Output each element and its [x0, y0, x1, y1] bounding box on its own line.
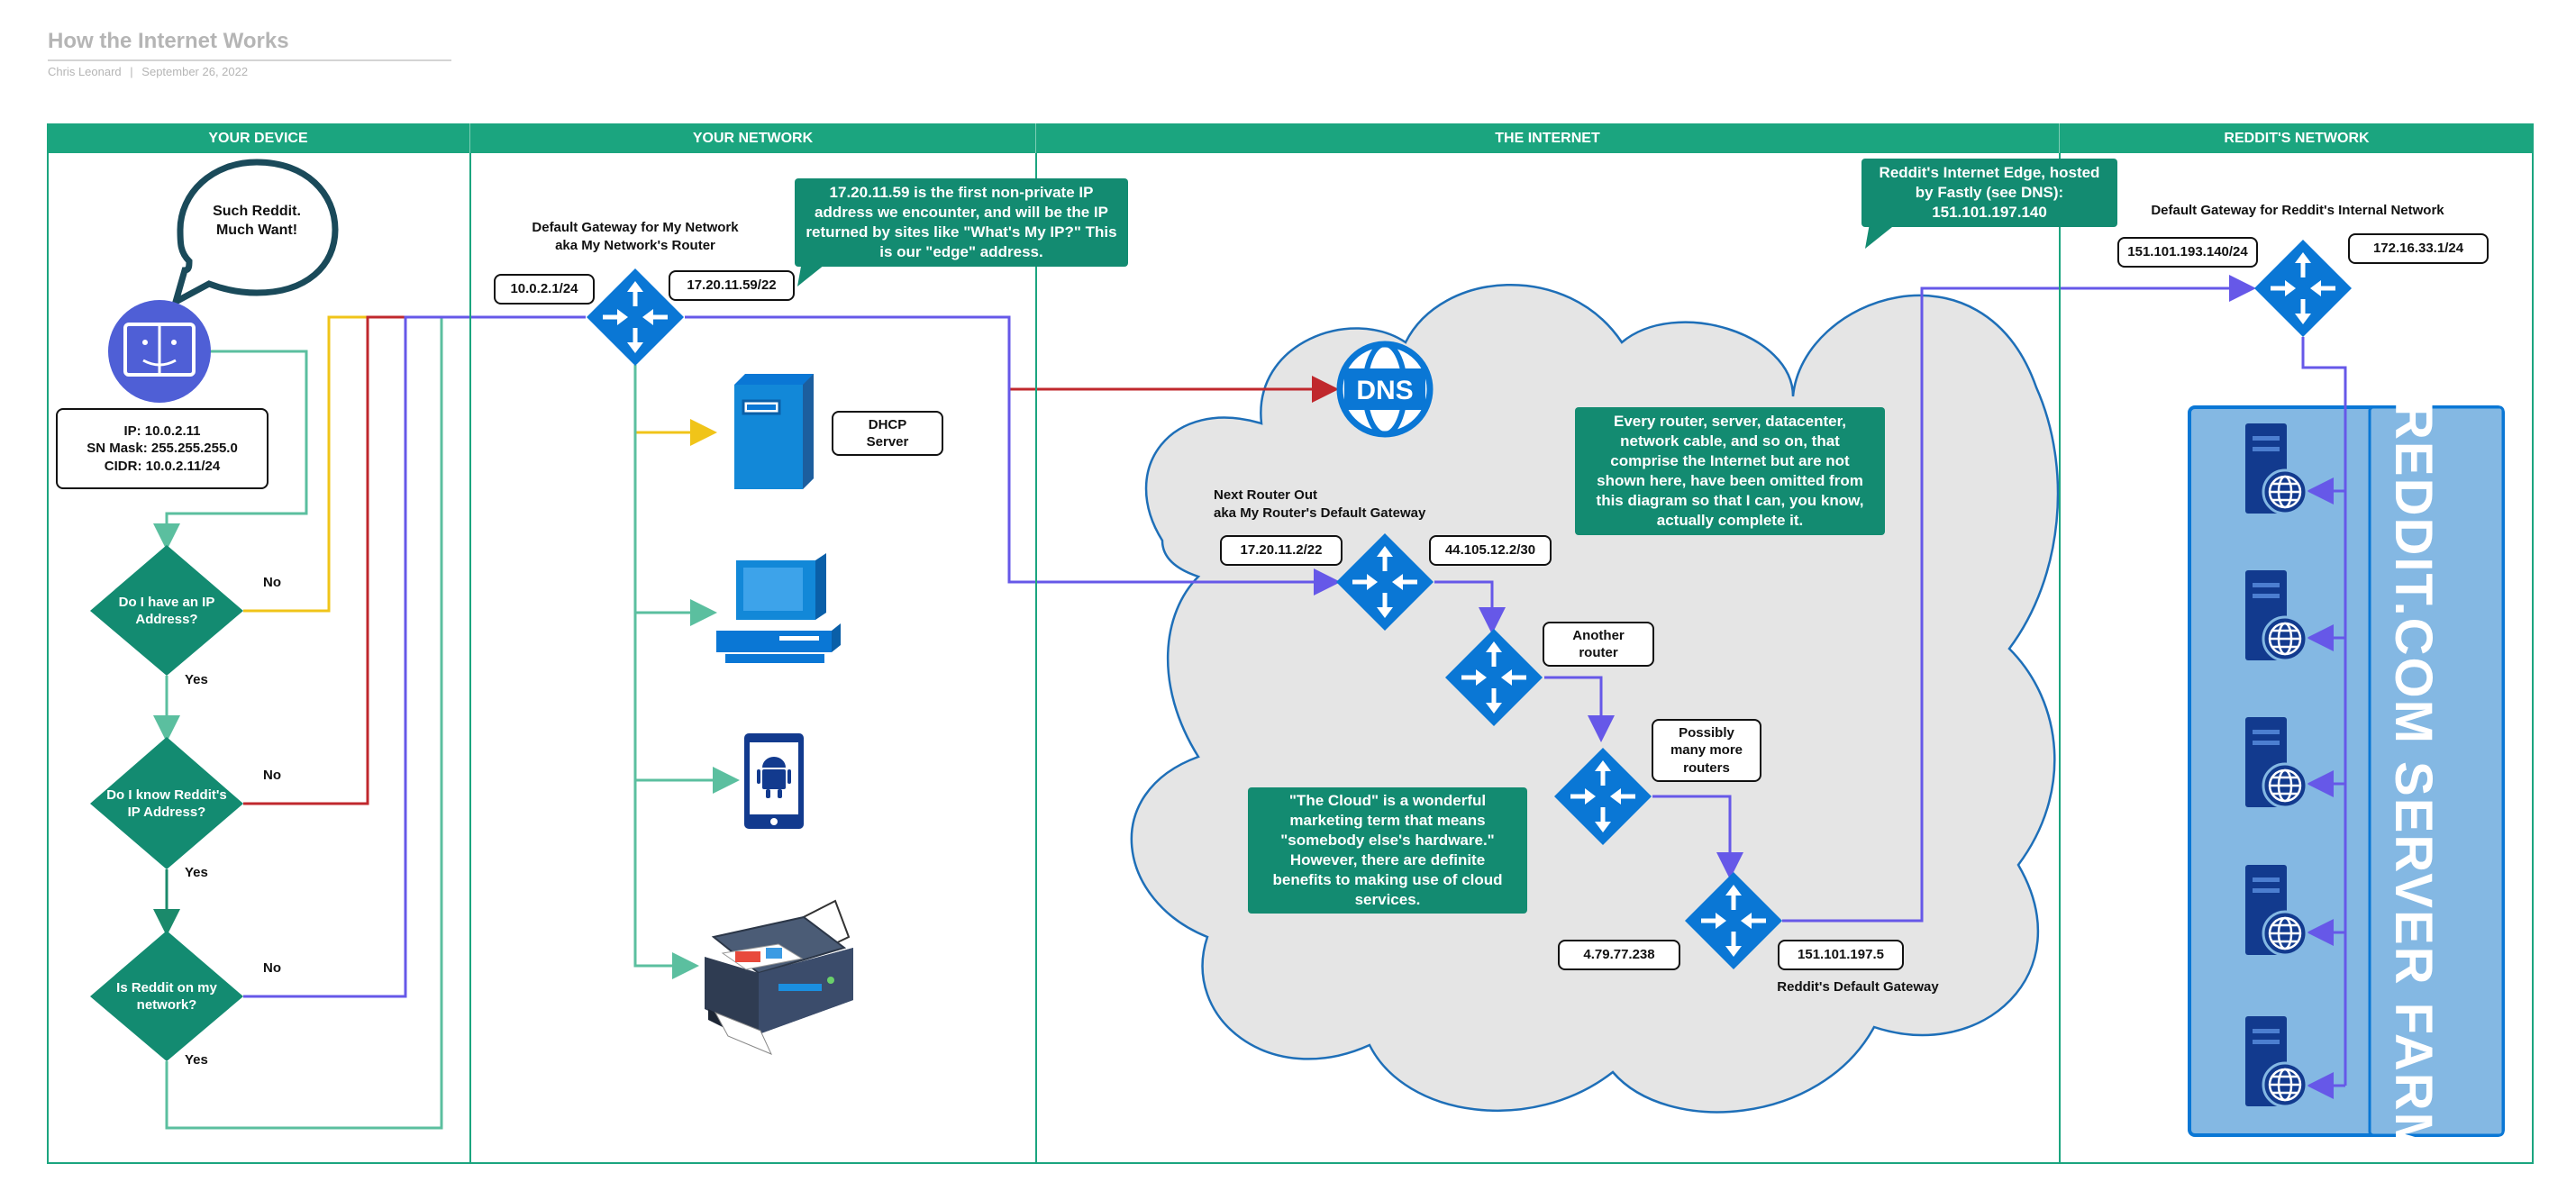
home-router-ip-left: 10.0.2.1/24 [494, 274, 595, 305]
speech-bubble-text: Such Reddit. Much Want! [213, 204, 301, 238]
android-phone-icon [744, 733, 804, 829]
device-ip-info: IP: 10.0.2.11 SN Mask: 255.255.255.0 CID… [56, 408, 269, 489]
lane-divider-3 [2059, 153, 2061, 1164]
reddit-gateway-ip-right: 151.101.197.5 [1778, 940, 1904, 970]
swimlane-frame [47, 123, 2534, 1164]
reddit-internal-gateway-label: Default Gateway for Reddit's Internal Ne… [2151, 203, 2444, 218]
lane-header-your-device: YOUR DEVICE [47, 123, 470, 153]
reddit-internal-ip-right: 172.16.33.1/24 [2348, 233, 2489, 264]
q1-yes-label: Yes [185, 672, 208, 687]
finder-icon [108, 300, 211, 403]
flow-line-hop-2 [1544, 676, 1615, 742]
edge-callout-pointer [797, 261, 829, 286]
decision-ip-address [90, 545, 243, 676]
title-divider [48, 59, 451, 61]
dns-icon: DNS [1336, 341, 1434, 438]
date: September 26, 2022 [141, 65, 249, 78]
flow-line-q3-no [243, 315, 586, 998]
lane-header-the-internet: THE INTERNET [1036, 123, 2060, 153]
page-title: How the Internet Works [48, 29, 289, 53]
flow-line-to-reddit [1782, 275, 2256, 923]
home-router-label: Default Gateway for My Network aka My Ne… [532, 220, 739, 253]
decision-ip-address-text: Do I have an IP Address? [118, 594, 215, 628]
lane-header-reddits-network: REDDIT'S NETWORK [2060, 123, 2534, 153]
author: Chris Leonard [48, 65, 122, 78]
home-router-ip-right: 17.20.11.59/22 [669, 270, 795, 301]
decision-reddit-on-network [90, 931, 243, 1061]
reddit-edge-callout: Reddit's Internet Edge, hosted by Fastly… [1861, 159, 2117, 227]
q2-no-label: No [263, 768, 281, 783]
server-icon [734, 374, 814, 489]
server-farm-label-wrap: REDDIT.COM SERVER FARM [2359, 402, 2467, 1158]
next-router-ip-right: 44.105.12.2/30 [1429, 535, 1552, 566]
reddit-edge-callout-pointer [1865, 223, 1897, 249]
q1-no-label: No [263, 575, 281, 590]
next-router-ip-left: 17.20.11.2/22 [1220, 535, 1343, 566]
page-byline: Chris Leonard | September 26, 2022 [48, 65, 248, 78]
byline-separator: | [130, 65, 133, 78]
q3-yes-label: Yes [185, 1052, 208, 1068]
omitted-infrastructure-callout: Every router, server, datacenter, networ… [1575, 407, 1885, 535]
desktop-icon [716, 553, 841, 663]
decision-reddit-on-network-text: Is Reddit on my network? [116, 979, 217, 1014]
cloud-definition-callout: "The Cloud" is a wonderful marketing ter… [1248, 787, 1527, 914]
another-router-label: Another router [1543, 622, 1654, 667]
flow-line-hop-3 [1652, 795, 1743, 879]
flow-line-router-to-devices [633, 365, 699, 979]
decision-know-reddit-ip-text: Do I know Reddit's IP Address? [106, 786, 227, 821]
server-farm-inner [2368, 405, 2505, 1137]
lane-divider-2 [1035, 153, 1037, 1164]
q2-yes-label: Yes [185, 865, 208, 880]
flow-line-router-to-internet [685, 315, 1341, 596]
decision-know-reddit-ip [90, 737, 243, 869]
server-farm-label: REDDIT.COM SERVER FARM [2383, 401, 2443, 1158]
reddit-gateway-ip-left: 4.79.77.238 [1558, 940, 1680, 970]
printer-icon [705, 899, 853, 1055]
lane-header-your-network: YOUR NETWORK [470, 123, 1036, 153]
flow-line-device-to-q1 [153, 350, 308, 550]
reddit-gateway-label: Reddit's Default Gateway [1777, 979, 1939, 995]
lane-divider-1 [469, 153, 471, 1164]
more-routers-label: Possibly many more routers [1652, 719, 1761, 782]
q3-no-label: No [263, 960, 281, 976]
edge-address-callout: 17.20.11.59 is the first non-private IP … [795, 178, 1128, 267]
dhcp-server-label: DHCP Server [832, 411, 943, 456]
next-router-label: Next Router Out aka My Router's Default … [1214, 487, 1426, 521]
flow-line-reddit-to-farm [2301, 337, 2347, 1086]
flow-line-hop-1 [1434, 580, 1506, 634]
dns-icon-label: DNS [1356, 376, 1413, 405]
reddit-internal-ip-left: 151.101.193.140/24 [2117, 237, 2258, 268]
speech-bubble [170, 159, 339, 309]
